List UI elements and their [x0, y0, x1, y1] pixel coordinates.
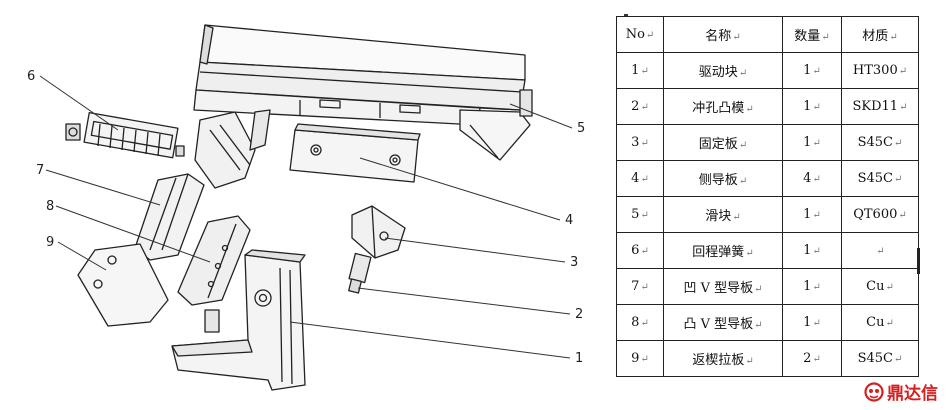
part-3-fixed-plate	[351, 205, 406, 259]
part-2-piercing-punch	[348, 252, 372, 294]
header-quantity: 数量↵	[782, 16, 842, 53]
callout-3: 3	[570, 255, 578, 270]
table-row: 4↵侧导板↵4↵S45C↵	[616, 160, 919, 197]
cell-name: 滑块↵	[663, 196, 783, 233]
table-row: 3↵固定板↵1↵S45C↵	[616, 124, 919, 161]
cell-quantity: 2↵	[782, 340, 842, 377]
part-8-convex-v-guide	[177, 215, 251, 333]
cell-material: HT300↵	[841, 52, 919, 89]
watermark-text: 鼎达信	[887, 384, 938, 404]
cell-name: 固定板↵	[663, 124, 783, 161]
header-no: No↵	[616, 16, 664, 53]
table-row: 6↵回程弹簧↵1↵↵	[616, 232, 919, 269]
part-9-return-wedge-plate	[77, 243, 169, 327]
header-material: 材质↵	[841, 16, 919, 53]
callout-5: 5	[577, 121, 585, 136]
cell-no: 4↵	[616, 160, 664, 197]
table-row: 7↵凹 V 型导板↵1↵Cu↵	[616, 268, 919, 305]
cell-material: S45C↵	[841, 160, 919, 197]
cell-material: QT600↵	[841, 196, 919, 233]
part-4-side-guide-plate	[289, 123, 421, 183]
table-row: 1↵驱动块↵1↵HT300↵	[616, 52, 919, 89]
callout-1: 1	[575, 351, 583, 366]
cell-name: 驱动块↵	[663, 52, 783, 89]
cell-no: 6↵	[616, 232, 664, 269]
cell-name: 返楔拉板↵	[663, 340, 783, 377]
cell-material: ↵	[841, 232, 919, 269]
cell-material: Cu↵	[841, 268, 919, 305]
cell-name: 凸 V 型导板↵	[663, 304, 783, 341]
cell-no: 3↵	[616, 124, 664, 161]
cell-quantity: 1↵	[782, 304, 842, 341]
table-row: 5↵滑块↵1↵QT600↵	[616, 196, 919, 233]
leader-lines	[39, 75, 573, 359]
callout-7: 7	[36, 163, 44, 178]
corner-mark	[624, 14, 628, 17]
cell-no: 1↵	[616, 52, 664, 89]
cell-no: 9↵	[616, 340, 664, 377]
cell-name: 回程弹簧↵	[663, 232, 783, 269]
callout-4: 4	[565, 213, 573, 228]
cell-quantity: 1↵	[782, 124, 842, 161]
cell-quantity: 1↵	[782, 196, 842, 233]
exploded-assembly-drawing: 1 2 3 4 5 6 7 8 9	[27, 24, 585, 391]
callout-9: 9	[46, 235, 54, 250]
callout-8: 8	[46, 199, 54, 214]
part-6-return-spring	[65, 111, 185, 159]
cell-material: SKD11↵	[841, 88, 919, 125]
cell-name: 凹 V 型导板↵	[663, 268, 783, 305]
table-row: 2↵冲孔凸模↵1↵SKD11↵	[616, 88, 919, 125]
table-edge-mark	[917, 248, 920, 274]
cell-quantity: 1↵	[782, 88, 842, 125]
callout-2: 2	[575, 307, 583, 322]
parts-list-table: No↵ 名称↵ 数量↵ 材质↵ 1↵驱动块↵1↵HT300↵2↵冲孔凸模↵1↵S…	[616, 16, 919, 377]
table-row: 8↵凸 V 型导板↵1↵Cu↵	[616, 304, 919, 341]
watermark-logo-icon	[864, 381, 884, 402]
table-row: 9↵返楔拉板↵2↵S45C↵	[616, 340, 919, 377]
cell-name: 侧导板↵	[663, 160, 783, 197]
cell-quantity: 1↵	[782, 268, 842, 305]
cell-material: Cu↵	[841, 304, 919, 341]
cell-quantity: 4↵	[782, 160, 842, 197]
cell-no: 8↵	[616, 304, 664, 341]
cell-no: 2↵	[616, 88, 664, 125]
table-header-row: No↵ 名称↵ 数量↵ 材质↵	[616, 16, 919, 53]
part-1-drive-block	[171, 249, 306, 391]
cell-material: S45C↵	[841, 340, 919, 377]
cell-quantity: 1↵	[782, 52, 842, 89]
cell-no: 7↵	[616, 268, 664, 305]
callout-6: 6	[27, 69, 35, 84]
callout-labels: 1 2 3 4 5 6 7 8 9	[27, 69, 585, 366]
cell-name: 冲孔凸模↵	[663, 88, 783, 125]
cell-material: S45C↵	[841, 124, 919, 161]
watermark: 鼎达信	[864, 379, 938, 404]
table-body: 1↵驱动块↵1↵HT300↵2↵冲孔凸模↵1↵SKD11↵3↵固定板↵1↵S45…	[616, 52, 919, 377]
header-name: 名称↵	[663, 16, 783, 53]
cell-no: 5↵	[616, 196, 664, 233]
cell-quantity: 1↵	[782, 232, 842, 269]
part-drive-bracket	[194, 109, 271, 189]
